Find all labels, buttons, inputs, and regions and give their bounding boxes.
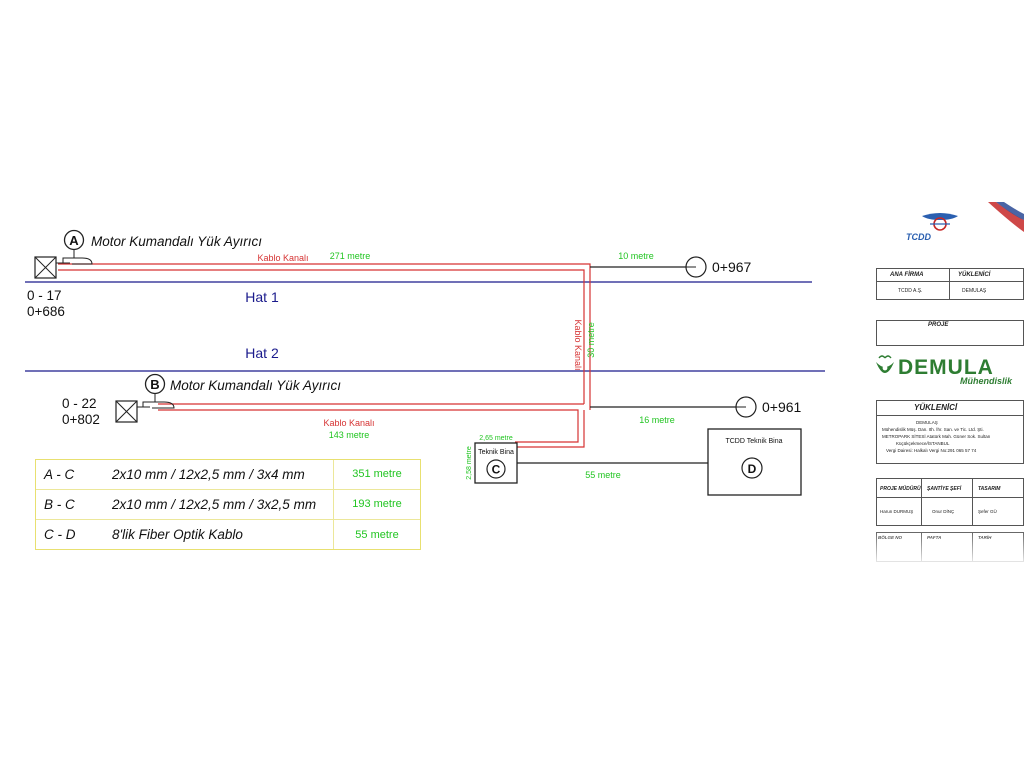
length-30: 30 metre [586, 322, 596, 358]
tasarim-name: Şefer GÜ [978, 509, 997, 514]
address-line: DEMULAŞ [916, 420, 938, 425]
legend-spec: 2x10 mm / 12x2,5 mm / 3x4 mm [104, 460, 334, 490]
length-55: 55 metre [585, 470, 621, 480]
tcdd-logo-text: TCDD [906, 232, 931, 242]
company-sub: Mühendislik [960, 376, 1013, 386]
track-label-2: Hat 2 [245, 345, 279, 361]
cable-legend-table: A - C 2x10 mm / 12x2,5 mm / 3x4 mm 351 m… [35, 459, 421, 550]
length-258: 2,58 metre [466, 446, 473, 480]
company-leaf-icon [876, 355, 894, 373]
end-label-967: 0+967 [712, 259, 752, 275]
vertical-channel-label: Kablo Kanalı [573, 319, 583, 370]
length-265: 2,65 metre [479, 435, 513, 442]
title-block: TCDD ANA FİRMA YÜKLENİCİ TCDD A.Ş. DEMUL… [872, 196, 1024, 568]
length-10: 10 metre [618, 251, 654, 261]
point-b-km2: 0+802 [62, 412, 100, 427]
track-label-1: Hat 1 [245, 289, 279, 305]
legend-code: B - C [36, 489, 104, 521]
cable-channel-a-label: Kablo Kanalı [257, 253, 308, 263]
building-d-label: TCDD Teknik Bina [725, 438, 782, 445]
point-a-km1: 0 - 17 [27, 288, 62, 303]
tasarim-label: TASARIM [978, 486, 1001, 492]
legend-row: B - C 2x10 mm / 12x2,5 mm / 3x2,5 mm 193… [36, 489, 420, 521]
cable-channel-b [158, 403, 585, 448]
proje-label: PROJE [928, 322, 949, 328]
proje-box [876, 320, 1024, 346]
point-a-title: Motor Kumandalı Yük Ayırıcı [91, 234, 262, 249]
switch-a [34, 229, 93, 279]
point-a-km2: 0+686 [27, 304, 65, 319]
ana-firma-value: TCDD A.Ş. [898, 288, 923, 294]
length-271: 271 metre [330, 251, 371, 261]
address-line: Vergi Dairesi: Halkalı Vergi No:291 065 … [886, 448, 977, 453]
legend-length: 193 metre [333, 489, 420, 521]
end-label-961: 0+961 [762, 399, 802, 415]
building-d-marker [741, 457, 763, 479]
tcdd-logo [922, 202, 1024, 232]
length-16: 16 metre [639, 415, 675, 425]
ana-firma-label: ANA FİRMA [890, 272, 924, 278]
point-a-letter: A [69, 233, 79, 248]
address-line: METROPARK SİTESİ Atatürk Mah. Güner Sok.… [882, 434, 991, 439]
building-c-marker [486, 459, 506, 479]
legend-spec: 2x10 mm / 12x2,5 mm / 3x2,5 mm [104, 489, 334, 521]
length-143: 143 metre [329, 430, 370, 440]
building-c-label: Teknik Bina [478, 449, 514, 456]
santiye-sefi-label: ŞANTİYE ŞEFİ [927, 486, 962, 492]
switch-b [115, 373, 175, 423]
legend-code: C - D [44, 527, 76, 543]
address-line: Mühendislik Müş. Dan. Ith. İhr. San. ve … [882, 427, 984, 432]
santiye-sefi-name: Onur DİNÇ [932, 509, 955, 514]
legend-length: 351 metre [333, 460, 420, 490]
point-b-title: Motor Kumandalı Yük Ayırıcı [170, 378, 341, 393]
end-marker-961 [735, 396, 757, 418]
building-c-letter: C [492, 463, 501, 477]
cable-channel-a [58, 263, 591, 410]
yuklenici-value: DEMULAŞ [962, 288, 987, 294]
building-d-letter: D [748, 462, 757, 476]
point-b-km1: 0 - 22 [62, 396, 97, 411]
point-b-letter: B [150, 377, 159, 392]
address-line: Küçükçekmece/İSTANBUL [896, 441, 950, 446]
legend-code: A - C [36, 460, 104, 490]
proje-muduru-name: Harun DURMUŞ [880, 509, 914, 514]
connection-lines [517, 266, 736, 464]
yuklenici-heading: YÜKLENİCİ [914, 403, 958, 412]
company-name: DEMULA [898, 356, 994, 379]
title-block-fade [872, 528, 1024, 568]
legend-length: 55 metre [333, 519, 420, 549]
legend-row: C - D 8'lik Fiber Optik Kablo 55 metre [36, 519, 420, 549]
legend-row: A - C 2x10 mm / 12x2,5 mm / 3x4 mm 351 m… [36, 460, 420, 490]
yuklenici-label: YÜKLENİCİ [958, 272, 991, 278]
proje-muduru-label: PROJE MÜDÜRÜ [880, 486, 921, 492]
end-marker-967 [685, 256, 707, 278]
cable-channel-b-label: Kablo Kanalı [323, 418, 374, 428]
legend-spec: 8'lik Fiber Optik Kablo [112, 527, 243, 543]
